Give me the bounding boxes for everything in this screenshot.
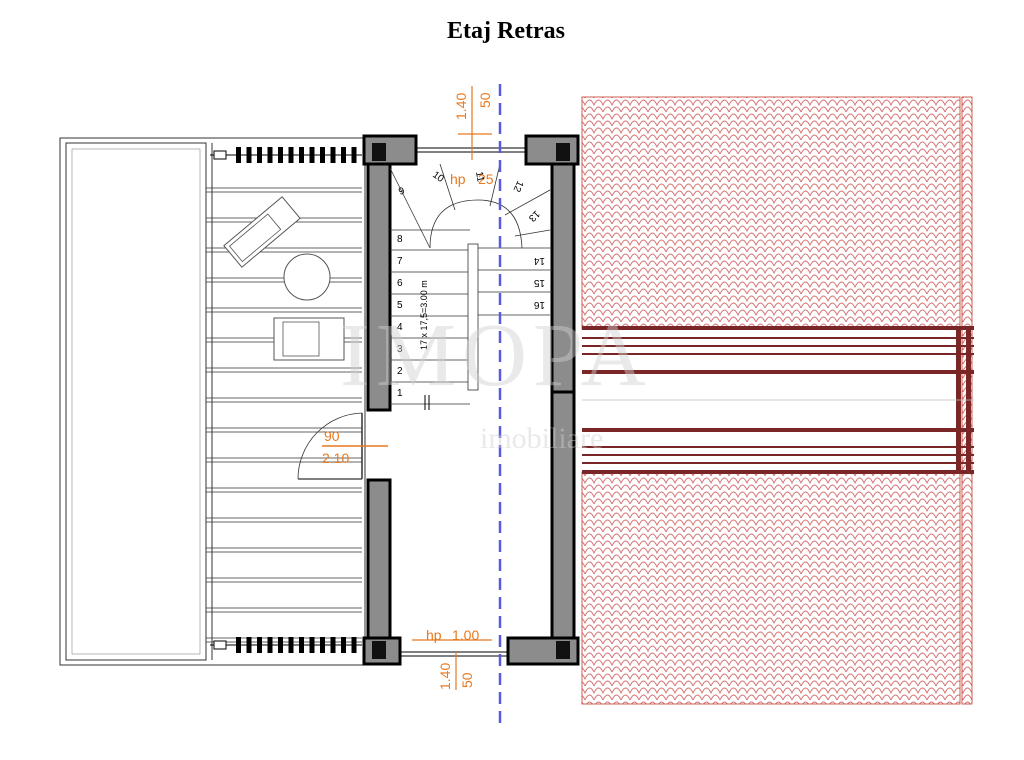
step-number: 11 bbox=[473, 171, 486, 184]
door-width-label: 90 bbox=[324, 428, 340, 444]
baluster bbox=[278, 637, 283, 653]
hp-top-label: hp bbox=[450, 171, 466, 187]
baluster bbox=[246, 637, 252, 653]
step-number: 15 bbox=[533, 277, 545, 288]
door bbox=[297, 412, 388, 480]
baluster bbox=[257, 637, 262, 653]
lounge-chair bbox=[223, 196, 301, 268]
hp-top-value: 25 bbox=[478, 171, 494, 187]
step-number: 1 bbox=[397, 388, 403, 399]
step-number: 16 bbox=[533, 299, 545, 310]
top-height-label: 1.40 bbox=[453, 93, 469, 120]
watermark-brand: IMOPA bbox=[340, 306, 652, 405]
terrace bbox=[59, 137, 366, 666]
railing-post bbox=[213, 640, 227, 650]
baluster bbox=[341, 147, 346, 163]
step-number: 3 bbox=[397, 344, 403, 355]
step-number: 4 bbox=[397, 322, 403, 333]
step-number: 12 bbox=[510, 179, 525, 194]
step-number: 13 bbox=[526, 208, 542, 224]
round-table bbox=[283, 253, 331, 301]
baluster bbox=[320, 637, 325, 653]
baluster bbox=[299, 637, 304, 653]
bottom-height-label: 1.40 bbox=[437, 663, 453, 690]
baluster bbox=[288, 147, 294, 163]
baluster bbox=[330, 147, 336, 163]
plan-title: Etaj Retras bbox=[447, 18, 565, 44]
baluster bbox=[320, 147, 325, 163]
baluster bbox=[257, 147, 262, 163]
step-number: 8 bbox=[397, 234, 403, 245]
baluster bbox=[351, 147, 357, 163]
top-sill-label: 50 bbox=[477, 92, 493, 108]
baluster bbox=[288, 637, 294, 653]
baluster bbox=[299, 147, 304, 163]
baluster bbox=[309, 637, 315, 653]
baluster bbox=[236, 637, 241, 653]
baluster bbox=[330, 637, 336, 653]
railing-balusters bbox=[210, 147, 362, 653]
step-number: 14 bbox=[533, 255, 545, 266]
baluster bbox=[341, 637, 346, 653]
stair-spec-label: 17 x 17,5=3.00 m bbox=[419, 280, 429, 350]
step-number: 7 bbox=[397, 256, 403, 267]
baluster bbox=[246, 147, 252, 163]
step-number: 6 bbox=[397, 278, 403, 289]
step-number: 5 bbox=[397, 300, 403, 311]
baluster bbox=[351, 637, 357, 653]
dimension-marks bbox=[412, 86, 492, 690]
deck-boards bbox=[205, 143, 362, 660]
staircase bbox=[389, 163, 552, 410]
baluster bbox=[267, 147, 273, 163]
hp-bottom-label: hp bbox=[426, 627, 442, 643]
stairwell-walls bbox=[362, 134, 580, 666]
door-height-label: 2.10 bbox=[322, 450, 349, 466]
bottom-sill-label: 50 bbox=[459, 672, 475, 688]
watermark-sub: imobiliare bbox=[480, 422, 603, 455]
armchair bbox=[273, 317, 345, 361]
baluster bbox=[267, 637, 273, 653]
step-number: 2 bbox=[397, 366, 403, 377]
roof-beams bbox=[582, 326, 974, 474]
baluster bbox=[309, 147, 315, 163]
step-number: 9 bbox=[397, 185, 406, 197]
hp-bottom-value: 1.00 bbox=[452, 627, 479, 643]
baluster bbox=[236, 147, 241, 163]
step-number: 10 bbox=[430, 169, 446, 185]
roof-tiles bbox=[581, 96, 973, 705]
baluster bbox=[278, 147, 283, 163]
railing-post bbox=[213, 150, 227, 160]
